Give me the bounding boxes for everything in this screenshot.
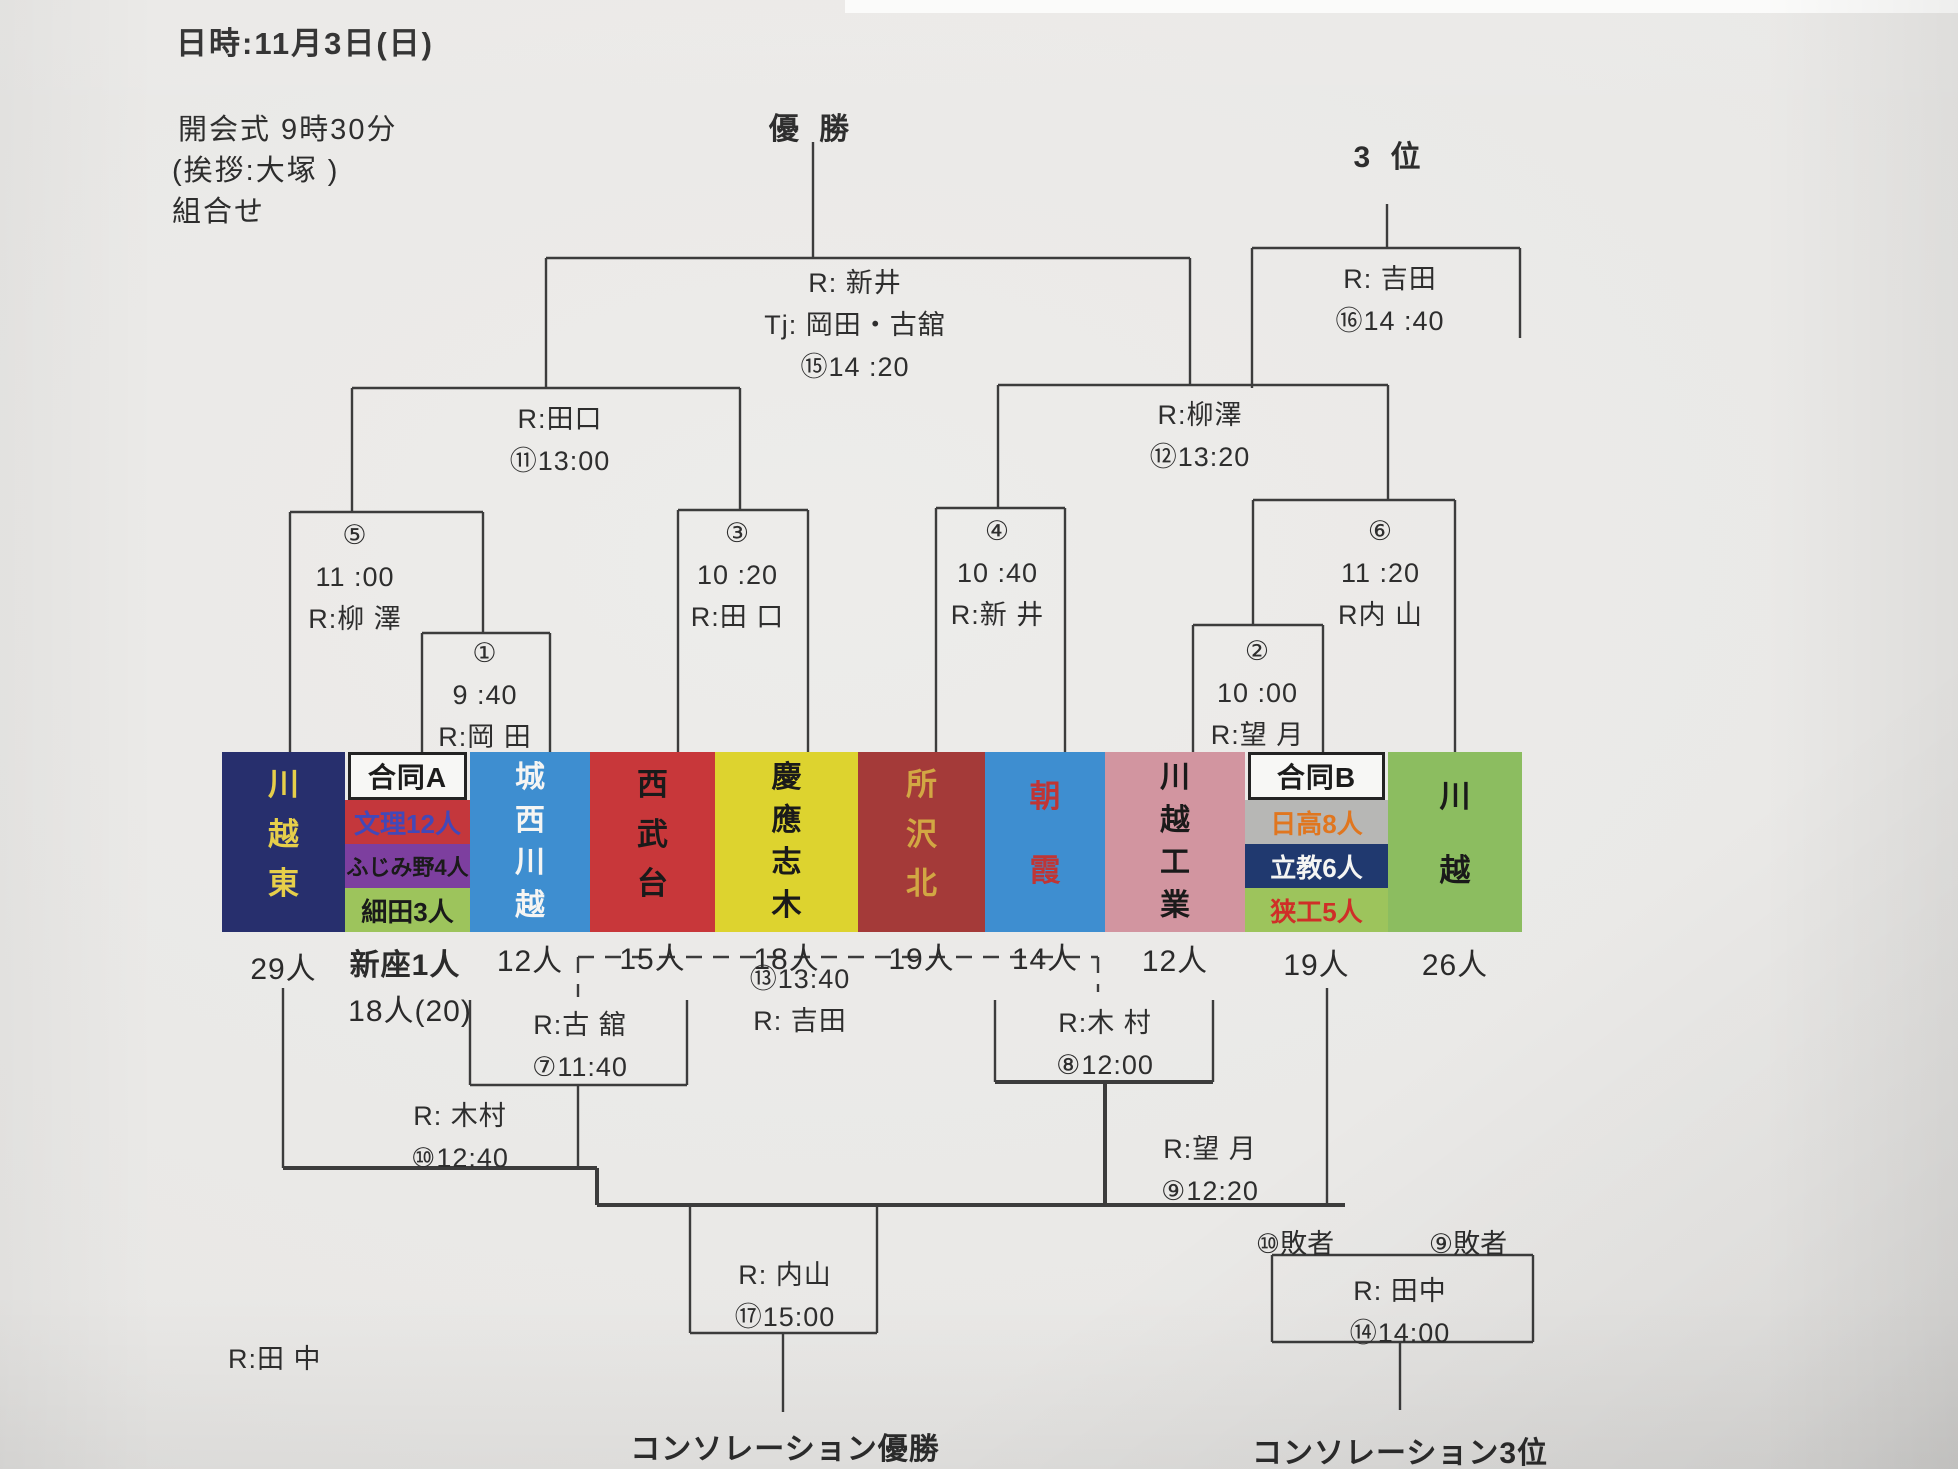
team-count: 18人 [753,943,820,976]
team-name: 慶應志木 [771,761,802,922]
match-16-third-place: R: 吉田 ⑯14 :40 [1335,264,1445,336]
joint-b-member-rikkyo: 立教6人 [1245,844,1388,888]
team-kawagoe-higashi: 川越東 [222,752,345,932]
team-count: 29人 [250,953,317,986]
match-4: ④ 10 :40 R:新 井 [950,516,1045,630]
match-6: ⑥ 11 :20 R内 山 [1338,516,1423,630]
greeting-note: (挨拶:大塚 ) [172,155,340,187]
team-count: 12人 [1141,945,1209,978]
match-12-semifinal: R:柳澤 ⑫13:20 [1149,400,1251,472]
consolation-third-label: コンソレーション3位 [1251,1437,1549,1469]
team-count: 19人 [1283,949,1350,982]
stray-referee-label: R:田 中 [228,1344,322,1374]
joint-a-header: 合同A [348,752,467,800]
team-name: 川越 [1439,779,1471,889]
match-17-consolation-final: R: 内山 ⑰15:00 [734,1260,836,1332]
date-title: 日時:11月3日(日) [176,26,434,61]
team-josai-kawagoe: 城西川越 [470,752,590,932]
team-name: 所沢北 [906,767,937,902]
joint-a-member-hosoda: 細田3人 [345,888,470,932]
match-14-loser-of-10: ⑩敗者 [1255,1229,1335,1259]
joint-b-header: 合同B [1248,752,1385,800]
team-keio-shiki: 慶應志木 [715,752,858,932]
match-1: ① 9 :40 R:岡 田 [438,638,532,752]
match-14-loser-of-9: ⑨敗者 [1428,1229,1508,1259]
team-count: 19人 [888,943,955,976]
team-joint-b: 合同B 日高8人 立教6人 狭工5人 [1245,752,1388,932]
team-joint-a: 合同A 文理12人 ふじみ野4人 細田3人 [345,752,470,932]
match-2: ② 10 :00 R:望 月 [1210,636,1305,750]
match-10-consolation: R: 木村 ⑩12:40 [411,1101,509,1173]
joint-b-member-kyoko: 狭工5人 [1245,888,1388,932]
team-name: 朝霞 [1029,779,1061,889]
champion-label: 優 勝 [768,113,856,146]
team-count: 26人 [1421,949,1489,982]
team-name: 城西川越 [515,761,545,922]
match-5: ⑤ 11 :00 R:柳 澤 [308,520,402,634]
match-11-semifinal: R:田口 ⑪13:00 [509,404,611,476]
pairing-label: 組合せ [172,196,266,228]
team-name: 川越東 [268,767,299,902]
team-seibudai: 西武台 [590,752,715,932]
team-count: 14人 [1011,943,1079,976]
team-name: 川越工業 [1160,761,1190,922]
team-kawagoe-kogyo: 川越工業 [1105,752,1245,932]
team-count: 15人 [619,943,686,976]
team-kawagoe: 川越 [1388,752,1522,932]
team-count-joint-a-niiza: 新座1人 [349,949,461,982]
consolation-champion-label: コンソレーション優勝 [630,1433,940,1466]
team-count-joint-a-total: 18人(20) [348,995,472,1028]
photo-paper-edge [845,0,1958,13]
match-3: ③ 10 :20 R:田 口 [690,518,785,632]
match-8-consolation: R:木 村 ⑧12:00 [1056,1008,1154,1080]
opening-ceremony-note: 開会式 9時30分 [178,114,398,146]
joint-a-member-fujimino: ふじみ野4人 [345,844,470,888]
match-7-consolation: R:古 舘 ⑦11:40 [532,1010,628,1082]
team-count: 12人 [496,945,564,978]
team-asaka: 朝霞 [985,752,1105,932]
match-13-consolation: ⑬13:40 R: 吉田 [749,964,851,1036]
third-place-label: 3 位 [1353,141,1427,174]
match-14-consolation-third: R: 田中 ⑭14:00 [1349,1276,1451,1348]
team-tokorozawa-kita: 所沢北 [858,752,985,932]
team-name: 西武台 [637,767,668,902]
match-9-consolation: R:望 月 ⑨12:20 [1161,1134,1259,1206]
joint-a-member-bunri: 文理12人 [345,800,470,844]
match-15-final: R: 新井 Tj: 岡田・古舘 ⑮14 :20 [764,268,946,382]
joint-b-member-hidaka: 日高8人 [1245,800,1388,844]
